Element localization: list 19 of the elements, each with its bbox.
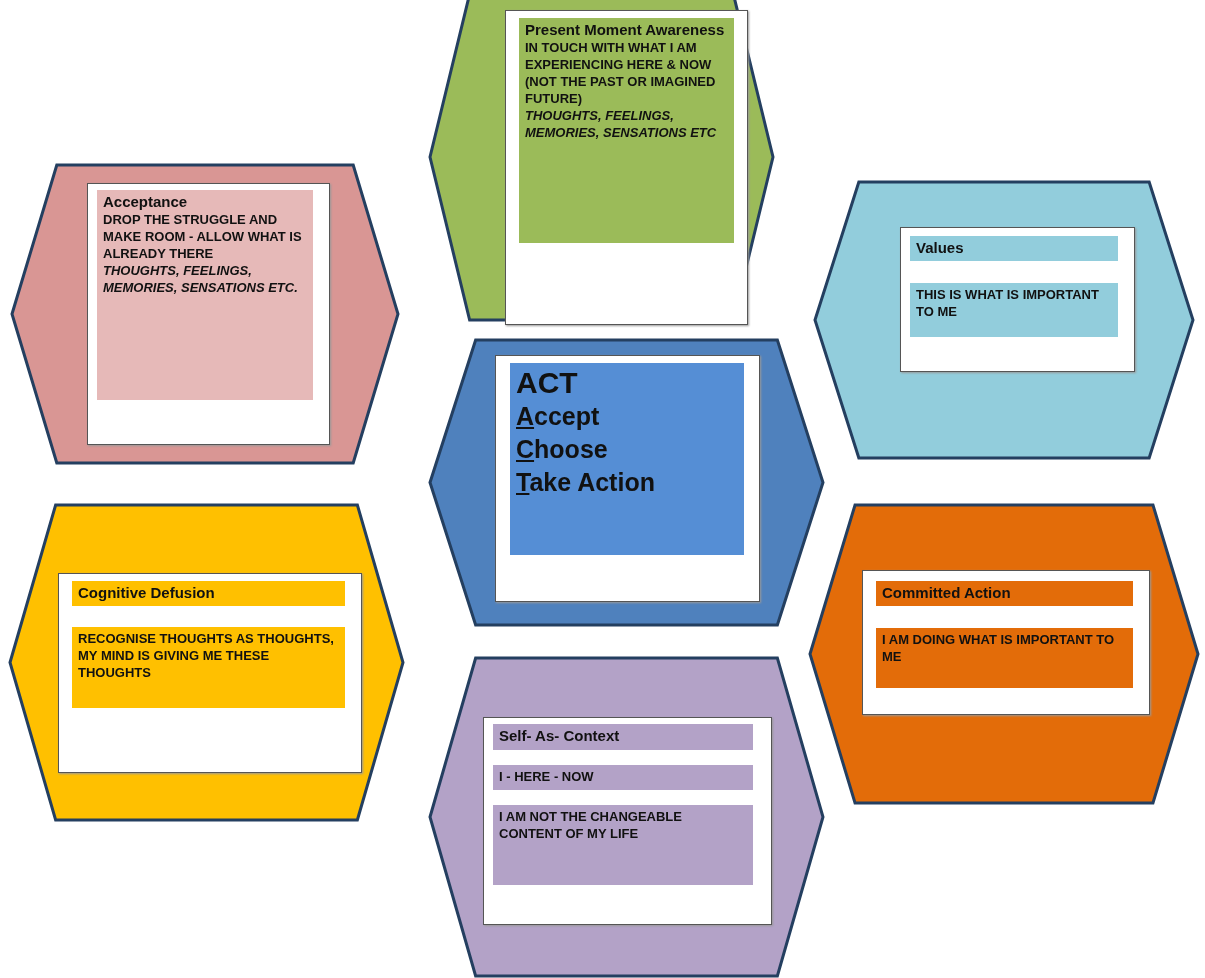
body-text: THOUGHTS, FEELINGS, MEMORIES, SENSATIONS ETC [525,107,718,141]
body-text: THOUGHTS, FEELINGS, MEMORIES, SENSATIONS ETC. [103,262,299,296]
body-text: IN TOUCH WITH WHAT I AM EXPERIENCING HERE & NOW (NOT THE PAST OR IMAGINED FUTURE) [525,39,717,107]
heading-text: Present Moment Awareness [525,21,726,39]
acronym-word: Take Action [516,467,656,498]
heading-text: Committed Action [876,581,1133,606]
acronym-word: Choose [516,434,609,465]
title-text: ACT [516,366,579,400]
heading-text: Values [910,236,1118,261]
heading-text: Acceptance [103,193,189,211]
body-text: THIS IS WHAT IS IMPORTANT TO ME [910,283,1118,337]
body-text: I - HERE - NOW [493,765,753,790]
body-text: DROP THE STRUGGLE AND MAKE ROOM - ALLOW WHAT IS ALREADY THERE [103,211,303,262]
body-text: I AM NOT THE CHANGEABLE CONTENT OF MY LIFE [493,805,753,885]
heading-text: Cognitive Defusion [72,581,345,606]
body-text: RECOGNISE THOUGHTS AS THOUGHTS, MY MIND IS GIVING ME THESE THOUGHTS [72,627,345,708]
heading-text: Self- As- Context [493,724,753,750]
acronym-word: Accept [516,401,601,432]
body-text: I AM DOING WHAT IS IMPORTANT TO ME [876,628,1133,688]
